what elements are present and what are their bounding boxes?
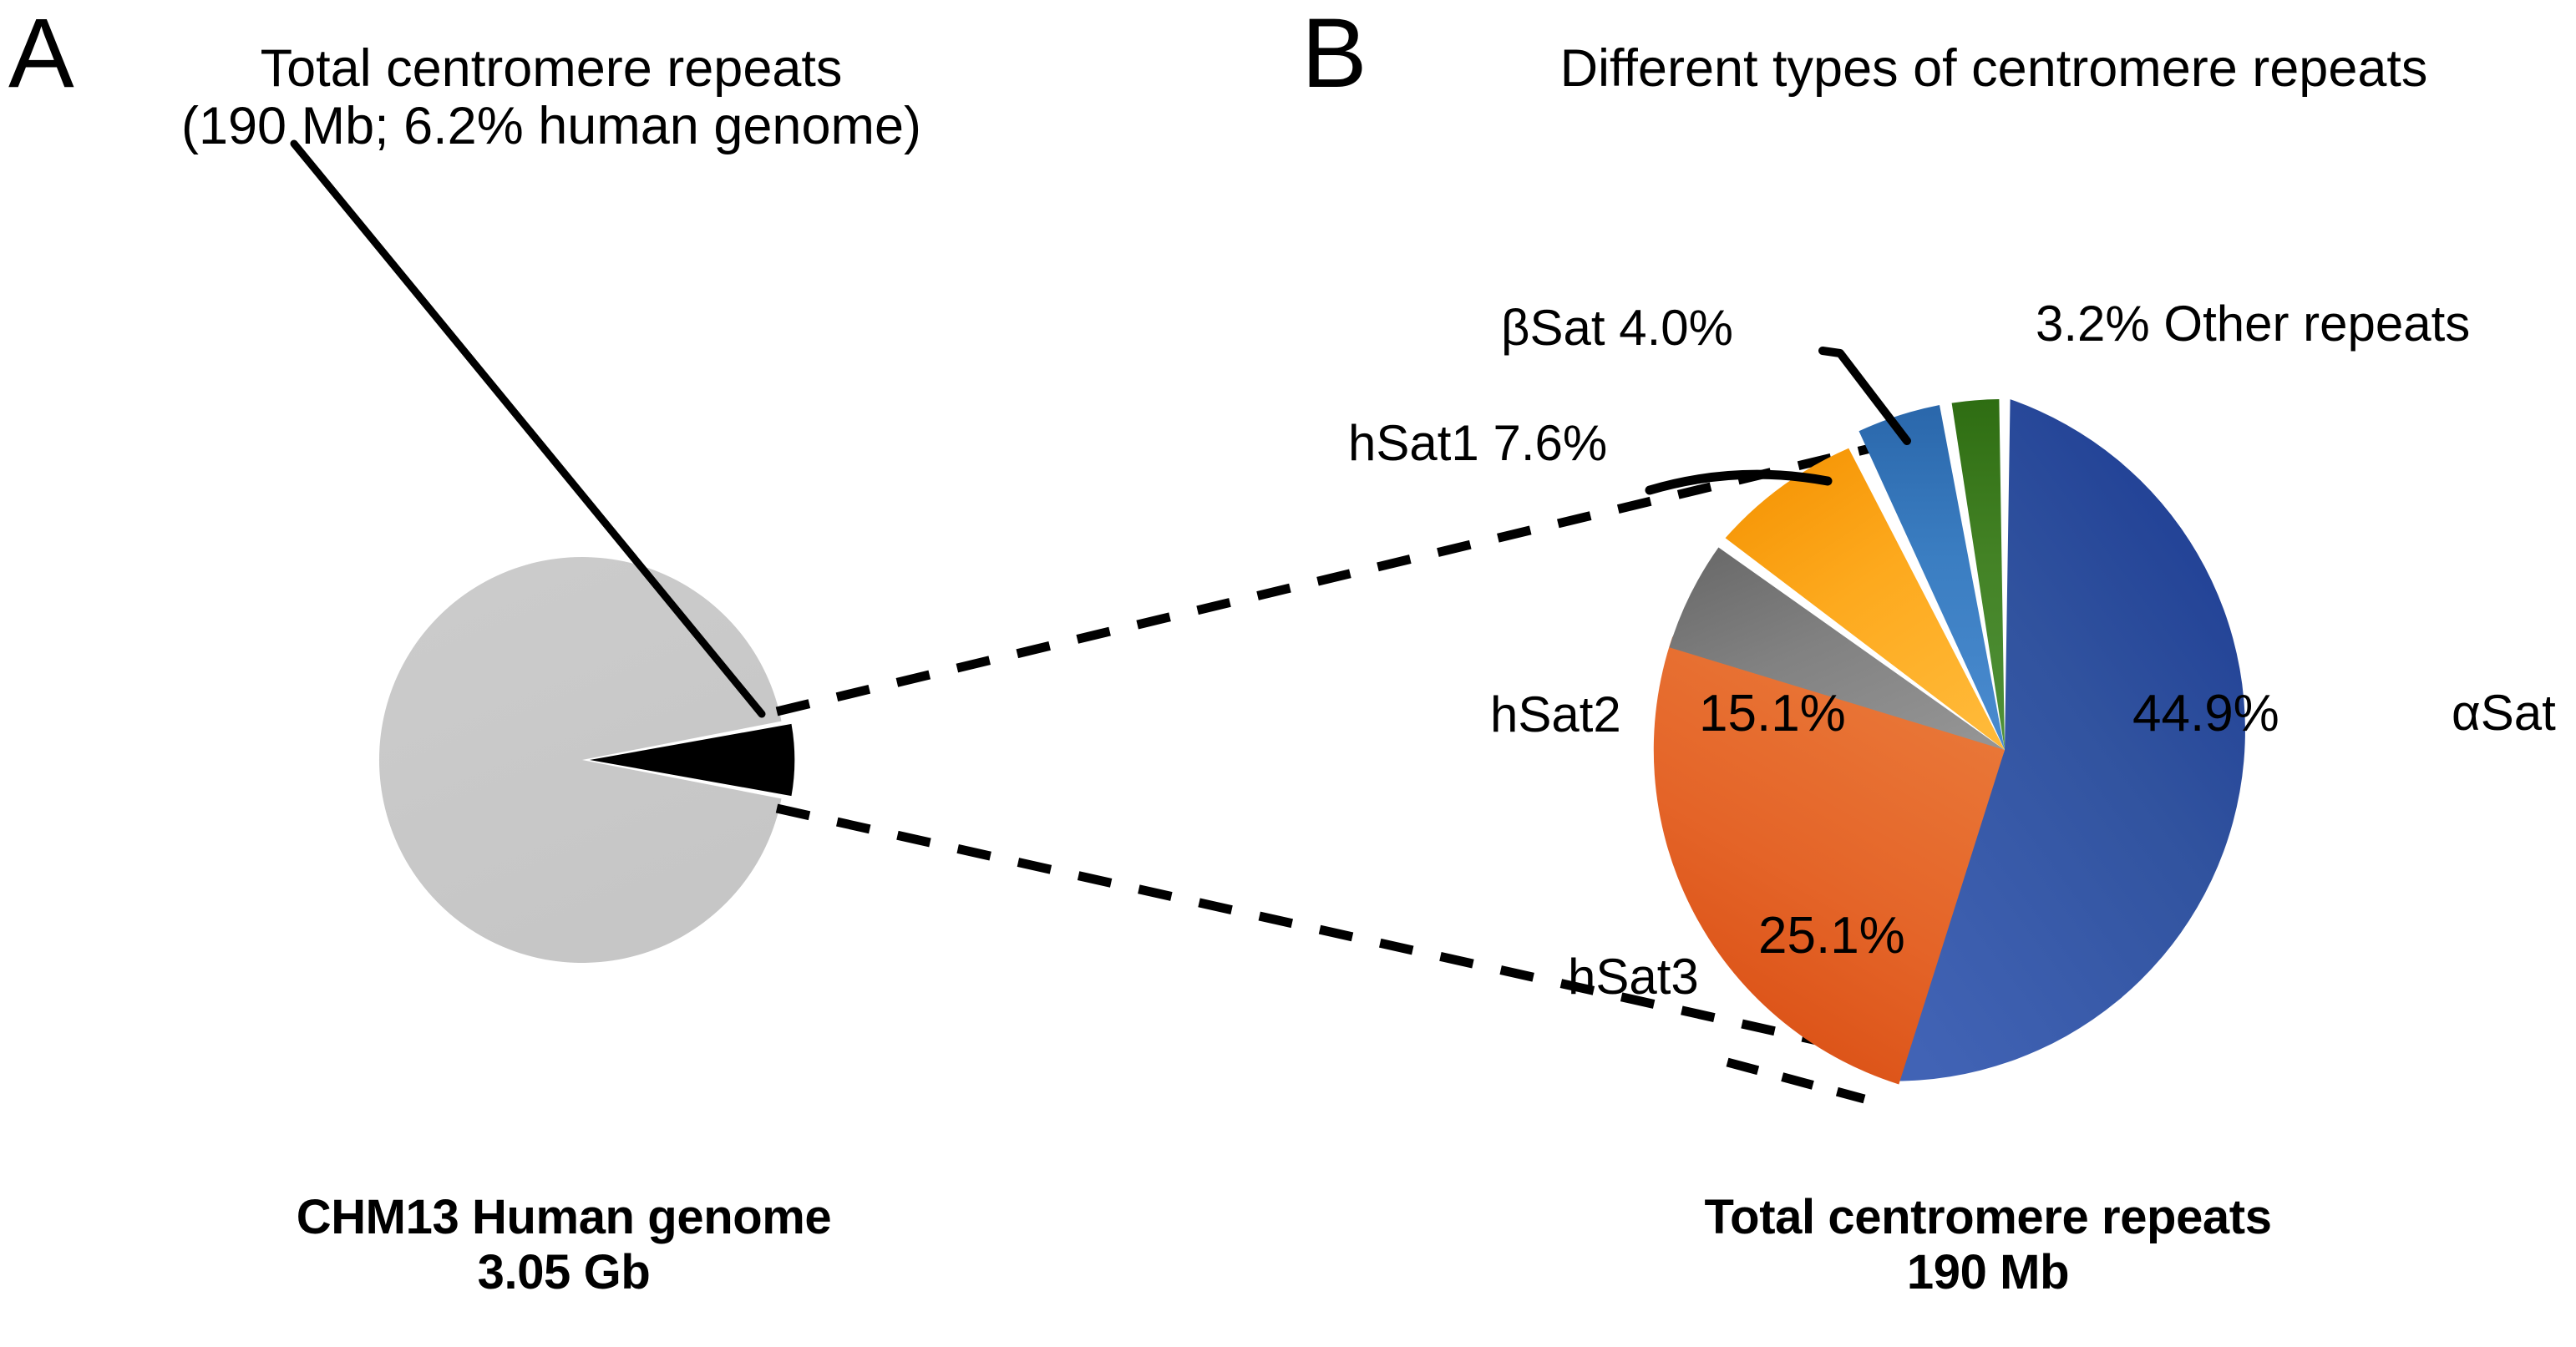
pie-label-bsat: βSat 4.0% [1501,300,1733,356]
pie-a-slice-rest [378,557,782,963]
pie-value-hsat3: 25.1% [1758,907,1905,965]
pie-value-asat: 44.9% [2132,685,2279,742]
connector-dashed-lower [775,803,1826,1047]
pie-b-slice-hsat2 [1669,547,2005,750]
panel-a-callout-line [290,139,766,718]
panel-a-caption: CHM13 Human genome 3.05 Gb [296,1190,832,1299]
panel-a-pie [378,557,795,963]
pie-b-slice-hsat3 [1653,636,2005,1085]
bsat-leader-line [1818,347,1911,445]
panel-a-letter: A [8,0,74,109]
pie-label-hsat2: hSat2 [1490,686,1621,742]
panel-b-pie [1653,399,2245,1085]
hsat3-leader-line [1726,1057,1866,1104]
panel-b-caption: Total centromere repeats 190 Mb [1704,1190,2272,1299]
panel-b-title: Different types of centromere repeats [1559,39,2428,98]
panel-a-title: Total centromere repeats (190 Mb; 6.2% h… [181,39,921,156]
pie-b-slice-other [1951,399,2005,750]
hsat1-leader-line [1645,469,1833,495]
pie-label-other-repeats: 3.2% Other repeats [2036,296,2471,352]
pie-b-slice-bsat [1858,405,2005,750]
pie-b-slice-asat [1889,399,2245,1081]
pie-b-slice-hsat1 [1725,448,2005,750]
panel-b-letter: B [1301,0,1367,109]
pie-value-hsat2: 15.1% [1699,685,1846,742]
pie-label-asat: αSat [2452,685,2556,741]
pie-a-slice-centromere [590,723,795,797]
pie-label-hsat1: hSat1 7.6% [1348,415,1608,471]
pie-label-hsat3: hSat3 [1568,949,1699,1005]
